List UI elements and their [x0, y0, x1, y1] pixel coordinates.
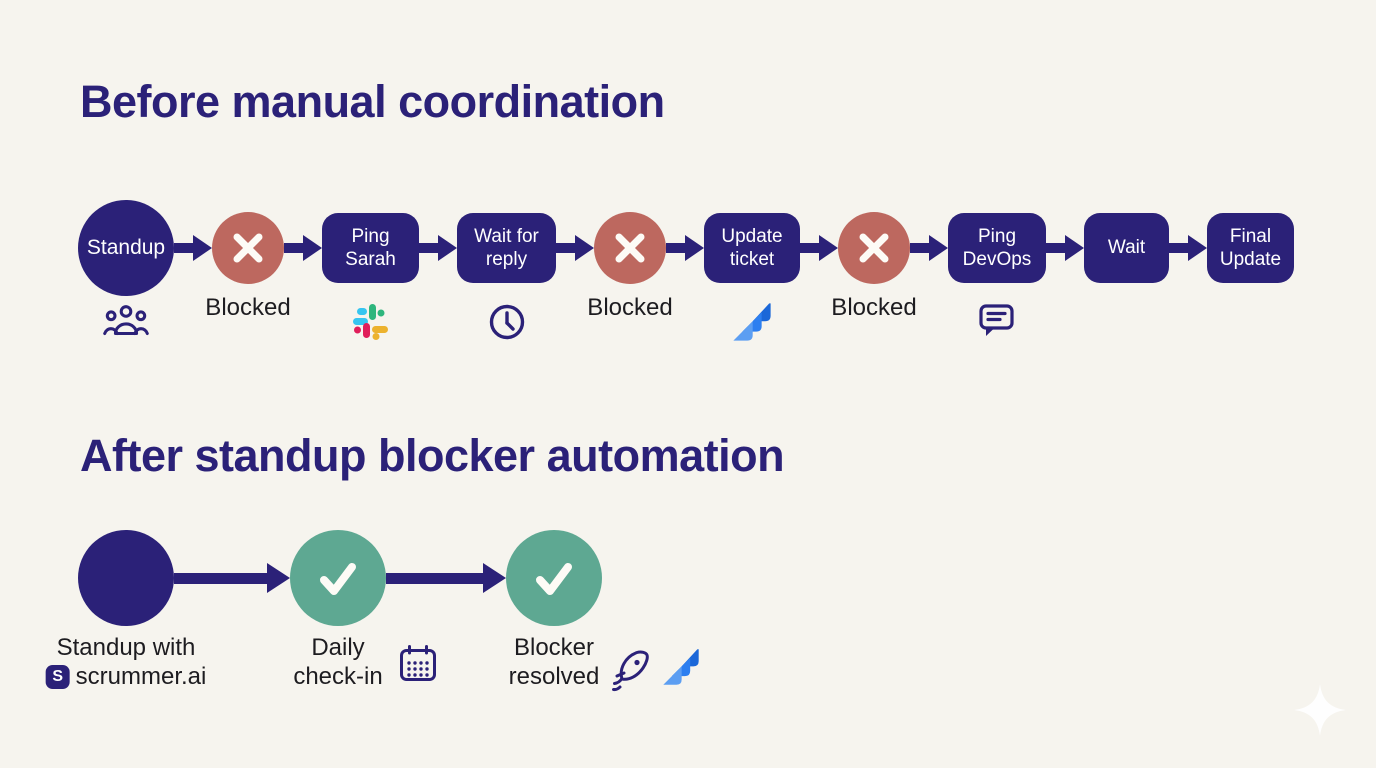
node-wait: Wait [1084, 196, 1169, 364]
node-label: Wait for reply [474, 225, 539, 270]
flow-arrow-icon [284, 196, 322, 300]
node-ping-sarah: Ping Sarah [322, 196, 419, 364]
node-wait-reply: Wait for reply [457, 196, 556, 364]
node-ping-devops: Ping DevOps [948, 196, 1046, 364]
blocked-label: Blocked [205, 294, 291, 321]
wait-reply-node: Wait for reply [457, 213, 556, 283]
jira-icon [732, 302, 772, 342]
ping-sarah-node: Ping Sarah [322, 213, 419, 283]
flow-arrow-icon [174, 528, 290, 628]
flow-arrow-icon [1046, 196, 1084, 300]
flow-arrow-icon [174, 196, 212, 300]
flow-arrow-icon [910, 196, 948, 300]
flow-arrow-icon [386, 528, 506, 628]
after-title: After standup blocker automation [80, 430, 785, 481]
rocket-icon [608, 646, 654, 692]
x-cross-icon [594, 212, 666, 284]
node-blocked-3: Blocked [831, 196, 917, 364]
node-label: Standup [86, 236, 166, 260]
node-label: Final Update [1219, 225, 1282, 270]
node-blocked-2: Blocked [587, 196, 673, 364]
clock-icon [487, 302, 527, 342]
final-update-node: Final Update [1207, 213, 1294, 283]
after-flow: Standup with S scrummer.ai Daily check-i… [45, 528, 699, 714]
team-group-icon [103, 302, 149, 342]
flow-arrow-icon [800, 196, 838, 300]
x-cross-icon [212, 212, 284, 284]
node-final-update: Final Update [1207, 196, 1294, 364]
calendar-icon [398, 644, 438, 684]
blocked-label: Blocked [587, 294, 673, 321]
update-ticket-node: Update ticket [704, 213, 800, 283]
node-blocked-1: Blocked [205, 196, 291, 364]
node-daily-checkin: Daily check-in [290, 528, 436, 714]
node-label: Wait [1107, 237, 1146, 259]
sparkle-icon [1292, 682, 1348, 738]
blocked-label: Blocked [831, 294, 917, 321]
node-label: Ping Sarah [345, 225, 396, 270]
flow-arrow-icon [666, 196, 704, 300]
ping-devops-node: Ping DevOps [948, 213, 1046, 283]
wait-node: Wait [1084, 213, 1169, 283]
x-cross-icon [838, 212, 910, 284]
flow-arrow-icon [419, 196, 457, 300]
blocker-resolved-label: Blocker resolved [508, 634, 600, 690]
node-standup: Standup [78, 196, 174, 364]
slack-icon [351, 302, 391, 342]
node-label: Ping DevOps [962, 225, 1032, 270]
flow-arrow-icon [556, 196, 594, 300]
checkmark-icon [506, 530, 602, 626]
scrummer-logo-icon: S [45, 665, 70, 690]
standup-auto-node [78, 530, 174, 626]
checkmark-icon [290, 530, 386, 626]
node-blocker-resolved: Blocker resolved [506, 528, 699, 714]
node-update-ticket: Update ticket [704, 196, 800, 364]
flow-arrow-icon [1169, 196, 1207, 300]
jira-icon [662, 648, 700, 686]
chat-bubble-icon [977, 302, 1017, 339]
daily-checkin-label: Daily check-in [293, 634, 383, 690]
standup-auto-label: Standup with S scrummer.ai [45, 634, 206, 692]
before-title: Before manual coordination [80, 76, 665, 127]
node-standup-auto: Standup with S scrummer.ai [45, 528, 206, 714]
before-flow: Standup [78, 196, 1294, 364]
node-label: Update ticket [721, 225, 783, 270]
standup-node: Standup [78, 200, 174, 296]
